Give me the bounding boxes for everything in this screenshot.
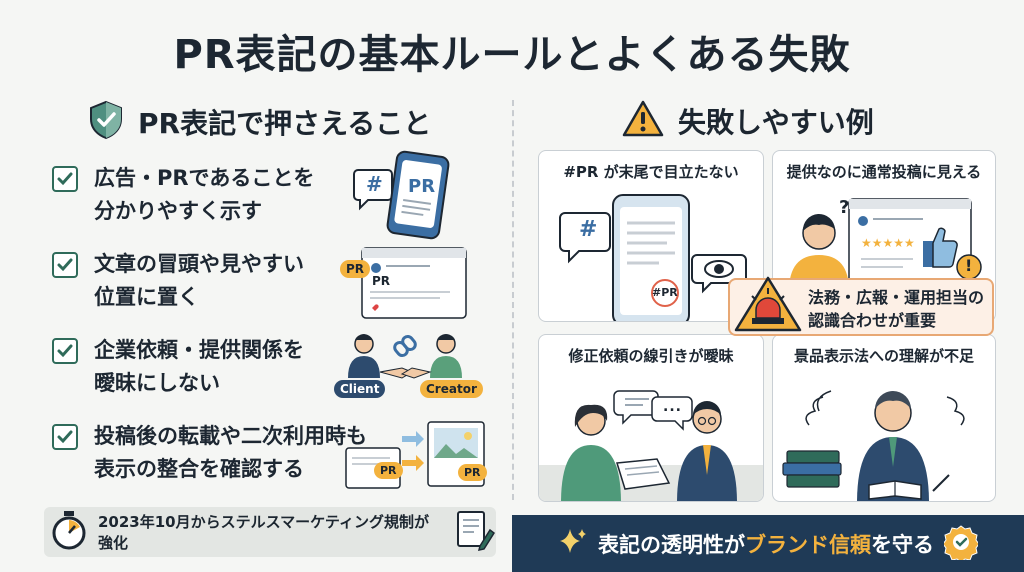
rule-item-3: 企業依頼・提供関係を曖昧にしない <box>52 334 304 400</box>
hash-label: # <box>366 172 383 196</box>
rule-item-1: 広告・PRであることを分かりやすく示す <box>52 162 314 228</box>
failure-card-3: 修正依頼の線引きが曖昧 ... <box>538 334 764 502</box>
regulation-banner: 2023年10月からステルスマーケティング規制が強化 <box>44 507 496 557</box>
pr-badge: PR <box>340 260 371 278</box>
checkbox-icon <box>52 424 78 450</box>
regulation-text: 2023年10月からステルスマーケティング規制が強化 <box>98 513 429 552</box>
right-heading-text: 失敗しやすい例 <box>678 106 874 139</box>
rule-line-1: 企業依頼・提供関係を <box>94 338 304 362</box>
question-mark-icon: ? <box>839 197 850 218</box>
rule-line-1: 文章の冒頭や見やすい <box>94 252 304 276</box>
failure-card-1: #PR が末尾で目立たない # #PR <box>538 150 764 322</box>
hash-icon: # <box>579 217 598 242</box>
svg-text:★★★★★: ★★★★★ <box>861 236 915 250</box>
failure-card-title: 景品表示法への理解が不足 <box>793 347 974 365</box>
post-pr-illustration: PR PR <box>340 246 470 320</box>
dots-icon: ... <box>663 399 682 415</box>
left-heading-text: PR表記で押さえること <box>138 107 432 140</box>
repost-illustration: PR PR <box>340 418 490 492</box>
shield-icon <box>88 100 124 144</box>
rule-line-2: 位置に置く <box>94 285 199 309</box>
failure-card-4: 景品表示法への理解が不足 <box>772 334 996 502</box>
rule-line-2: 曖昧にしない <box>94 371 220 395</box>
stopwatch-icon <box>50 510 88 554</box>
failure-card-title: 提供なのに通常投稿に見える <box>786 163 982 181</box>
rule-item-4: 投稿後の転載や二次利用時も表示の整合を確認する <box>52 420 367 486</box>
client-creator-illustration: Client Creator <box>334 328 483 402</box>
rule-line-1: 投稿後の転載や二次利用時も <box>94 424 367 448</box>
failure-card-title: #PR が末尾で目立たない <box>563 163 739 181</box>
brand-trust-post: を守る <box>871 532 934 557</box>
phone-pr-label: PR <box>408 176 436 197</box>
failure-card-title: 修正依頼の線引きが曖昧 <box>568 347 734 365</box>
callout-line-1: 法務・広報・運用担当の <box>808 288 985 307</box>
alarm-light-icon <box>734 276 802 332</box>
checkbox-icon <box>52 252 78 278</box>
exclaim-icon: ! <box>965 256 973 275</box>
rule-line-1: 広告・PRであることを <box>94 166 315 190</box>
rule-item-2: 文章の冒頭や見やすい位置に置く <box>52 248 304 314</box>
repost-pr-badge-a: PR <box>374 462 403 479</box>
brand-trust-highlight: ブランド信頼 <box>745 532 871 557</box>
post-pr-label: PR <box>372 274 391 288</box>
document-pen-icon <box>452 508 496 556</box>
client-label: Client <box>334 380 386 398</box>
alignment-callout: 法務・広報・運用担当の認識合わせが重要 <box>728 276 994 336</box>
brand-trust-text: 表記の透明性がブランド信頼を守る <box>598 529 934 559</box>
phone-pr-illustration: # PR <box>352 150 472 240</box>
rule-line-2: 分かりやすく示す <box>94 199 262 223</box>
checkbox-icon <box>52 338 78 364</box>
right-heading: 失敗しやすい例 <box>622 100 874 142</box>
sparkle-icon <box>558 527 588 561</box>
callout-line-2: 認識合わせが重要 <box>808 311 937 330</box>
repost-pr-badge-b: PR <box>458 464 487 481</box>
brand-trust-pre: 表記の透明性が <box>598 532 745 557</box>
creator-label: Creator <box>420 380 483 398</box>
phone-pr-tag: #PR <box>652 286 678 299</box>
page-title: PR表記の基本ルールとよくある失敗 <box>173 32 851 78</box>
badge-medal-icon <box>942 524 980 564</box>
warning-icon <box>622 100 664 142</box>
brand-trust-banner: 表記の透明性がブランド信頼を守る <box>512 515 1024 572</box>
checkbox-icon <box>52 166 78 192</box>
rule-line-2: 表示の整合を確認する <box>94 457 304 481</box>
section-divider <box>512 100 514 500</box>
left-heading: PR表記で押さえること <box>88 100 431 144</box>
